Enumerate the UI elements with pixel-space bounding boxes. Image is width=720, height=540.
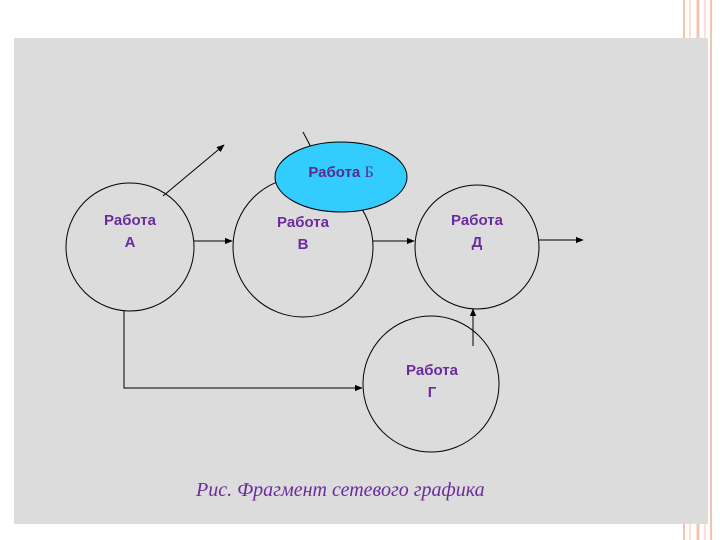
node-b-letter: Б: [364, 164, 374, 181]
node-b-label: Работа Б: [276, 164, 406, 182]
slide-panel: [14, 38, 708, 524]
edge-a-out: [162, 144, 225, 197]
node-v-label: Работа В: [268, 212, 338, 256]
node-a-label: Работа А: [95, 210, 165, 254]
node-v-letter: В: [297, 236, 309, 253]
node-a-word: Работа: [104, 212, 156, 229]
node-g-letter: Г: [427, 384, 437, 401]
figure-caption: Рис. Фрагмент сетевого графика: [196, 479, 485, 501]
node-d-circle: [414, 184, 540, 310]
node-b-word: Работа: [308, 164, 361, 181]
edge-a-g: [123, 311, 363, 392]
node-d-word: Работа: [451, 212, 503, 229]
node-v-word: Работа: [277, 214, 329, 231]
node-g-word: Работа: [406, 362, 458, 379]
node-d-label: Работа Д: [442, 210, 512, 254]
node-a-circle: [65, 182, 195, 312]
node-d-letter: Д: [471, 234, 483, 251]
node-g-label: Работа Г: [397, 360, 467, 404]
node-a-letter: А: [124, 234, 136, 251]
node-g-circle: [362, 315, 500, 453]
node-b-ellipse: [274, 141, 408, 213]
